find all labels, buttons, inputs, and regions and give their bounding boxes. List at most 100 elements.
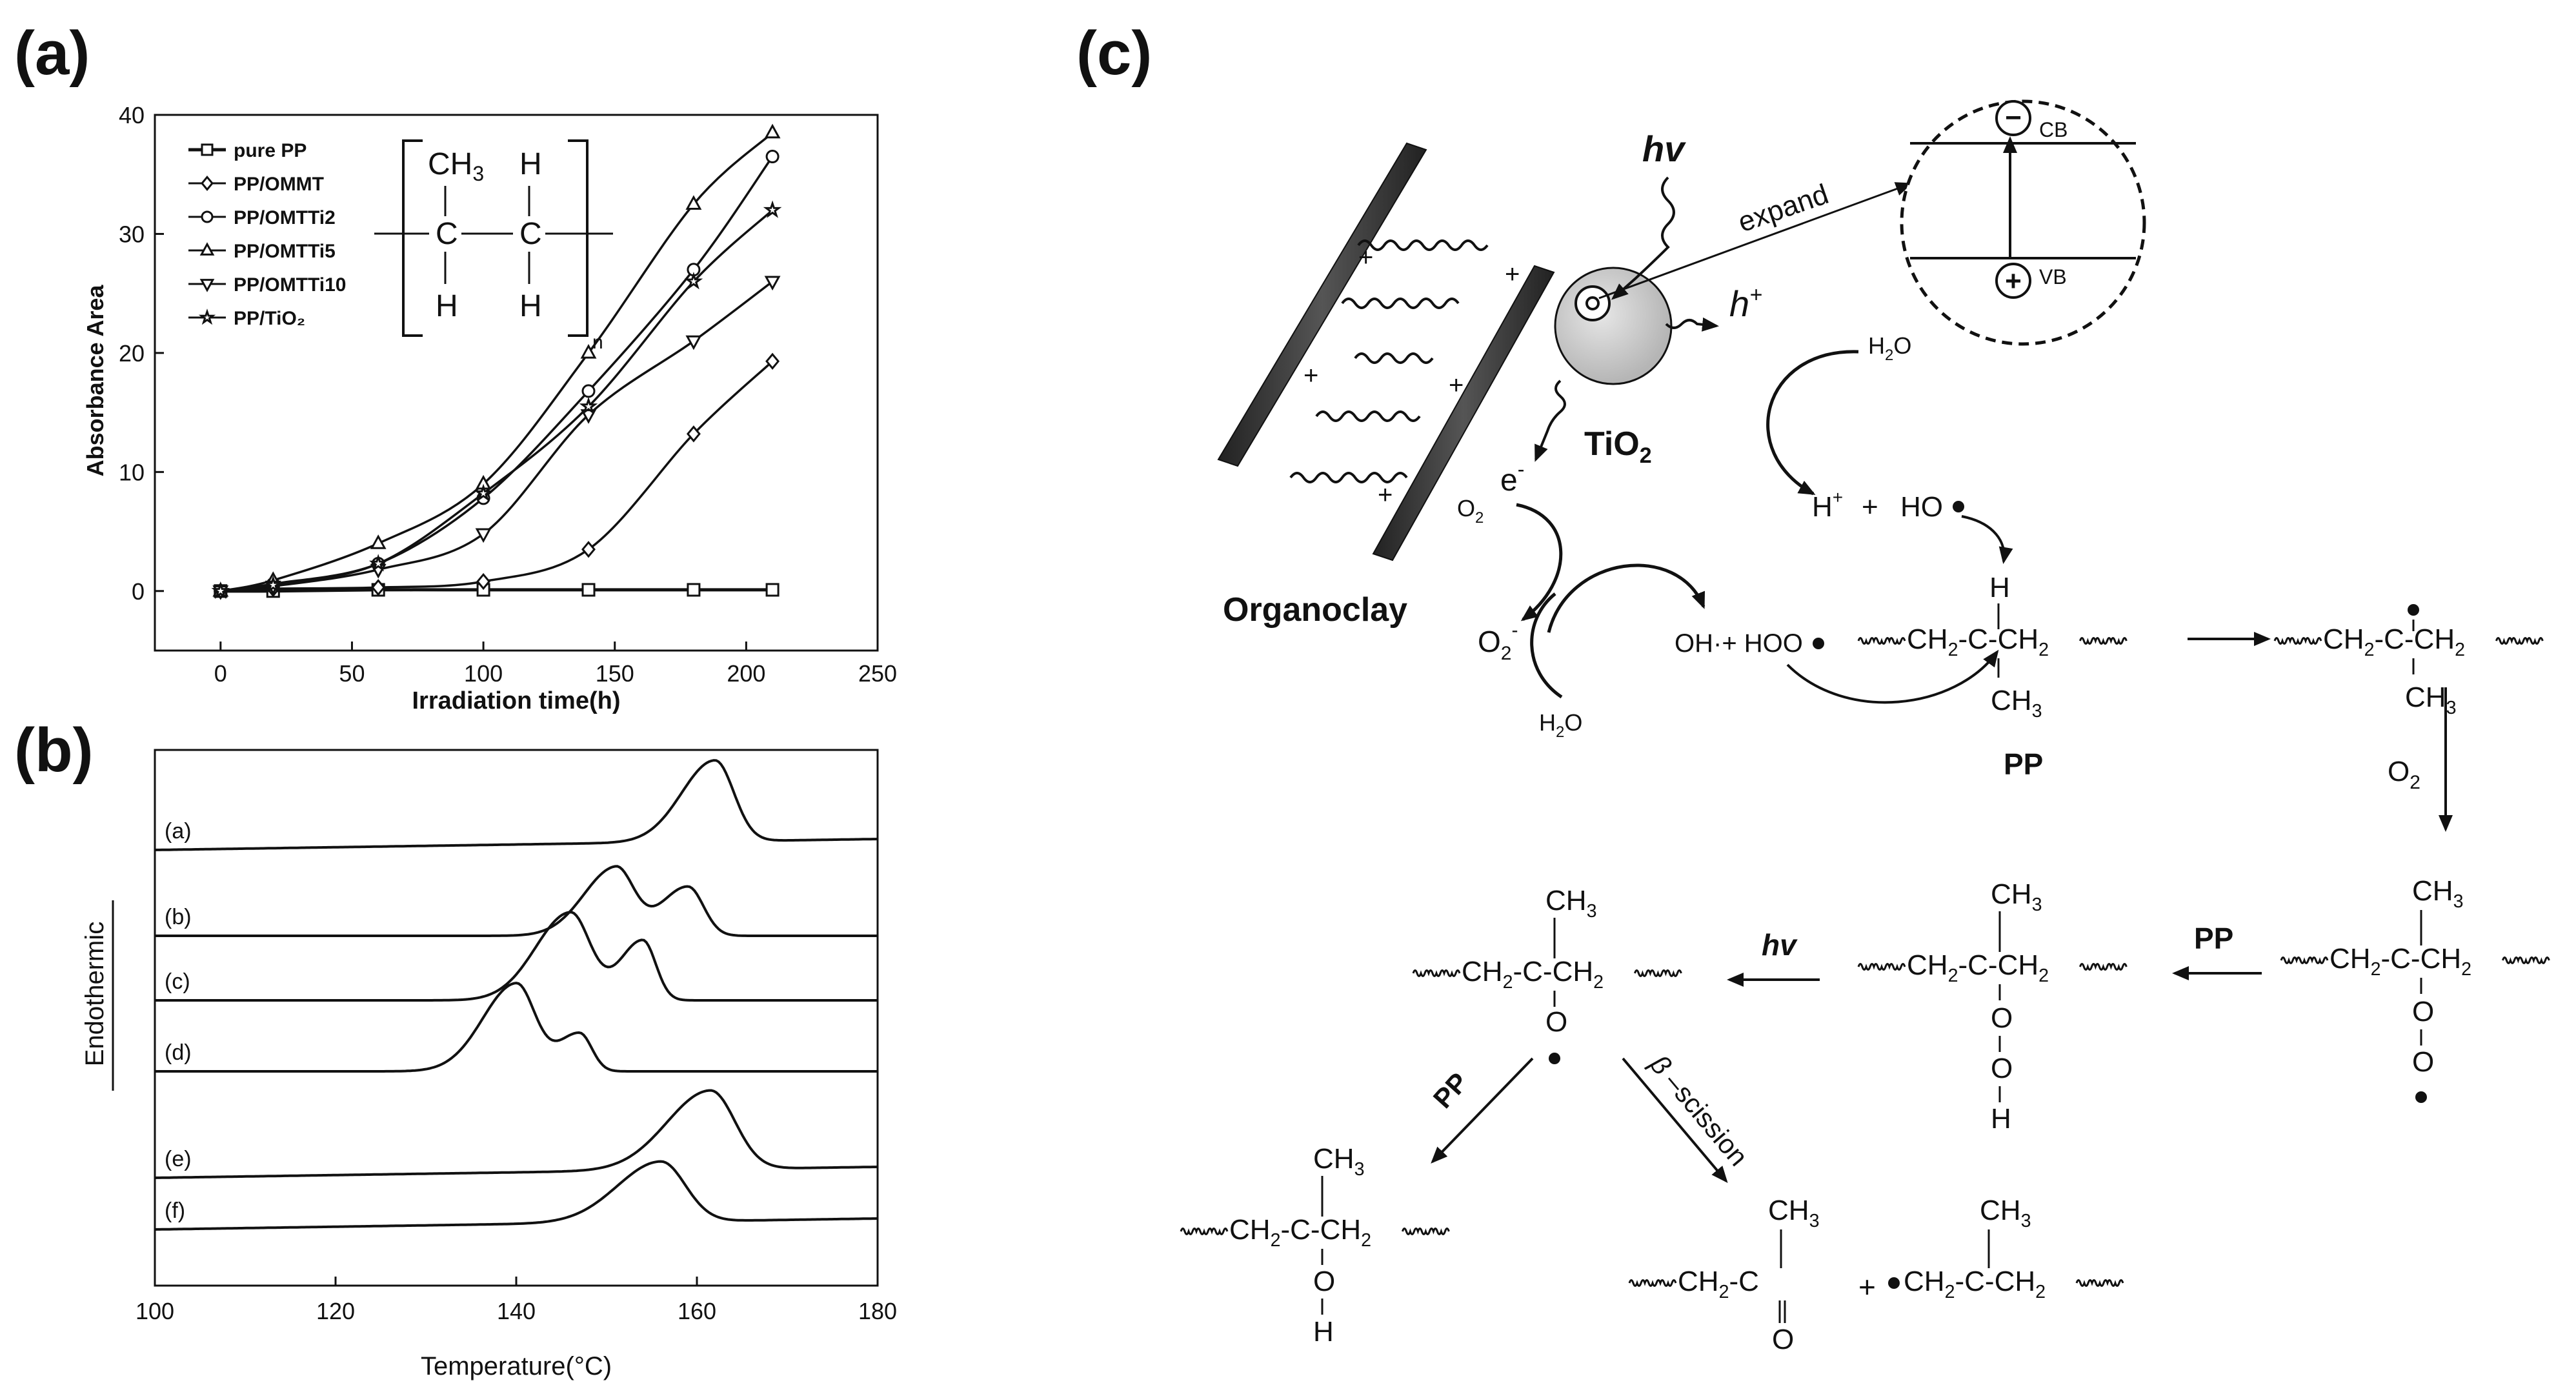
chain-text: CH2-C-CH2	[1462, 956, 1604, 993]
polymer-wave	[2273, 637, 2322, 645]
legend-label: PP/OMTTi10	[234, 274, 347, 296]
chain-text: CH3	[1545, 885, 1596, 922]
tio2-electron-site	[1575, 285, 1611, 321]
chart-b-xtick-label: 180	[858, 1298, 897, 1324]
chart-b-curve	[155, 982, 878, 1073]
chart-a-ytick-label: 30	[119, 221, 145, 247]
e-minus-label: e-	[1500, 458, 1524, 498]
chart-a-xlabel: Irradiation time(h)	[412, 687, 620, 714]
h2o-input-arrow	[1530, 592, 1563, 699]
chain-text: CH3	[2405, 682, 2456, 718]
legend-label: PP/OMTTi2	[234, 207, 336, 228]
chart-a-point	[763, 200, 782, 218]
chart-a-point	[580, 343, 597, 359]
chart-a-xtick-label: 100	[464, 660, 503, 687]
o2-reduction-arrow	[1516, 503, 1563, 622]
tio2-label: TiO2	[1584, 425, 1652, 468]
radical-dot	[2408, 604, 2419, 616]
chain-text: CH2-C-CH2	[1229, 1214, 1371, 1251]
ho-radical-label: HO	[1900, 491, 1943, 523]
radical-dot	[1549, 1053, 1560, 1064]
pp-h: H	[1989, 572, 2010, 603]
organoclay-layers	[1217, 142, 1555, 561]
chain-text: CH2-C-CH2	[1904, 1266, 2046, 1302]
organoclay-label: Organoclay	[1223, 591, 1407, 629]
chart-b-xlabel: Temperature(°C)	[421, 1352, 612, 1380]
chain-text: CH3	[1768, 1195, 1819, 1231]
chart-b-curve	[155, 865, 878, 937]
chart-a-point	[765, 583, 780, 597]
chart-a-point	[579, 396, 598, 415]
svg-text:+: +	[1378, 481, 1393, 509]
legend-marker	[199, 279, 215, 292]
polymer-wave	[2078, 637, 2128, 645]
chart-a-point	[211, 581, 230, 599]
polymer-wave	[2495, 637, 2544, 645]
inset-structure: CH3 H C C H H n	[374, 139, 613, 353]
chain-text: CH3	[1991, 685, 2042, 722]
svg-text:+: +	[1505, 260, 1520, 288]
o-atom: O	[1545, 1006, 1567, 1038]
hv-arrow	[1611, 176, 1675, 300]
chart-b-curve-label: (a)	[165, 819, 192, 844]
o2-arrow-label: O2	[2388, 756, 2420, 793]
panel-b-label: (b)	[14, 716, 94, 785]
inset-h-top: H	[519, 147, 542, 181]
chart-a-point	[764, 276, 781, 291]
chart-a-ytick-label: 0	[132, 578, 145, 605]
o-atom: O	[1772, 1324, 1794, 1355]
chain-text: CH3	[2412, 875, 2463, 912]
polymer-wave	[2075, 1279, 2124, 1287]
polymer-wave	[2280, 956, 2329, 964]
chart-a-point	[370, 534, 387, 549]
chart-a-point	[368, 554, 388, 572]
electron-symbol	[1995, 100, 2031, 136]
chart-a-xtick-label: 200	[727, 660, 765, 687]
polymer-wave	[1857, 963, 1906, 971]
chart-a-point	[263, 575, 283, 593]
o-atom: O	[2412, 1046, 2434, 1078]
legend-marker	[201, 210, 214, 223]
chart-a-series-line	[220, 360, 774, 592]
electron-minus: −	[2005, 102, 2022, 134]
chart-a-ylabel: Absorbance Area	[82, 285, 108, 477]
plus-sign-2: +	[1858, 1270, 1876, 1304]
radical-dot	[1888, 1277, 1900, 1289]
legend-label: PP/OMMT	[234, 174, 324, 195]
inset-ch3: CH3	[428, 147, 484, 185]
polymer-wave	[1857, 637, 1906, 645]
cb-label: CB	[2039, 118, 2068, 141]
chart-a-frame	[154, 114, 879, 652]
chart-a-point	[685, 335, 702, 350]
chart-b-curve	[154, 1089, 878, 1179]
legend-marker	[198, 308, 216, 325]
svg-text:+: +	[1358, 243, 1373, 272]
chart-a-point	[371, 579, 386, 596]
polymer-wave	[2501, 956, 2550, 964]
chart-b-xtick-label: 100	[136, 1298, 174, 1324]
o-atom: O	[2412, 996, 2434, 1027]
chart-a-xtick-label: 0	[214, 660, 227, 687]
polymer-wave	[1180, 1228, 1229, 1235]
o-atom: O	[1313, 1266, 1335, 1297]
polymer-wave	[1628, 1279, 1677, 1287]
band-diagram	[1900, 99, 2146, 346]
legend-label: PP/OMTTi5	[234, 241, 336, 262]
chart-b-curve	[154, 759, 878, 851]
chart-a-point	[581, 583, 596, 597]
scheme-c: + + + + + Organoclay TiO2 hv expand − + …	[1180, 99, 2550, 1355]
h-atom: H	[1991, 1103, 2011, 1135]
legend-label: pure PP	[234, 140, 307, 161]
chart-b-curve-label: (d)	[165, 1040, 192, 1065]
legend-marker	[201, 143, 214, 156]
panel-c-label: (c)	[1076, 19, 1152, 88]
o2-reactant: O2	[1457, 495, 1484, 527]
superoxide-arrow	[1547, 563, 1706, 633]
expand-arrow	[1598, 182, 1913, 299]
inset-n: n	[592, 332, 603, 353]
chart-a-point	[764, 123, 781, 139]
chart-a-point	[581, 541, 596, 558]
